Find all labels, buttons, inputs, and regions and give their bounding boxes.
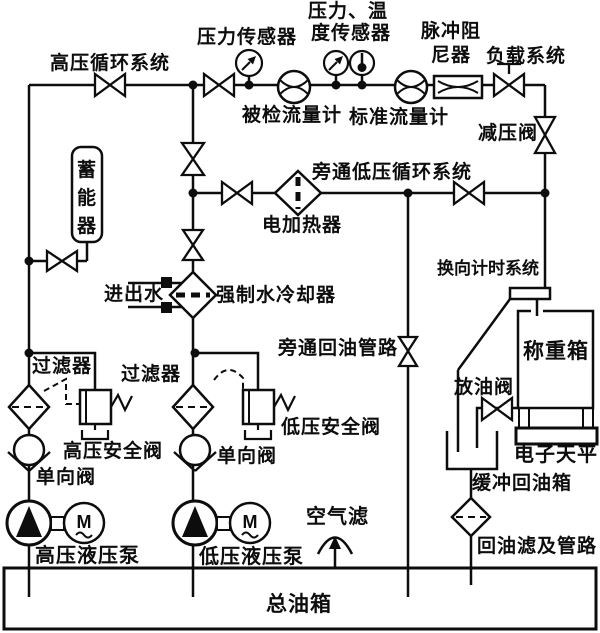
weighing-tank-leg-left [518, 407, 530, 429]
filter-lp-symbol [171, 383, 215, 431]
label-weighing-tank: 称重箱 [523, 340, 589, 363]
motor-lp-symbol: M [228, 501, 272, 545]
electric-heater-symbol [273, 169, 323, 217]
pressure-temp-sensor-gauge-1 [322, 49, 350, 77]
label-tested-flowmeter: 被检流量计 [242, 105, 343, 126]
label-oil-drain-valve: 放油阀 [454, 377, 515, 398]
balance-platform-symbol [514, 426, 599, 446]
label-pulse-damper-line1: 脉冲阻 [421, 21, 482, 42]
label-main-oil-tank: 总油箱 [266, 593, 332, 616]
label-pressure-reducing-valve: 减压阀 [478, 123, 539, 144]
buffer-tank-symbol [445, 431, 499, 471]
inlet-valve [202, 71, 236, 99]
diverter-mechanism [508, 286, 552, 301]
accumulator-valve [45, 248, 79, 274]
label-filter-lp: 过滤器 [121, 364, 182, 385]
lp-safety-valve-symbol [213, 369, 296, 441]
oil-drain-valve-symbol [480, 395, 514, 423]
label-pressure-sensor: 压力传感器 [197, 27, 298, 48]
label-water-in-out: 进出水 [104, 284, 165, 305]
heater-branch-valve [220, 179, 254, 207]
label-electric-heater: 电加热器 [262, 215, 343, 236]
load-system-valve [492, 62, 526, 99]
hp-safety-valve-symbol [43, 377, 133, 441]
label-lp-pump: 低压液压泵 [199, 546, 304, 568]
label-load-system: 负载系统 [486, 46, 567, 67]
label-filter-hp: 过滤器 [32, 356, 93, 377]
tested-flowmeter-symbol [276, 69, 312, 105]
label-forced-water-cooler: 强制水冷却器 [216, 285, 337, 306]
pressure-reducing-valve-symbol [533, 115, 557, 155]
check-valve-lp-symbol [173, 433, 217, 472]
motor-letter: M [77, 512, 92, 532]
weighing-tank-symbol [516, 309, 595, 410]
check-valve-hp-symbol [7, 433, 51, 472]
label-return-oil-filter: 回油滤及管路 [477, 536, 598, 557]
pressure-temp-sensor-gauge-2 [348, 49, 376, 77]
label-pt-sensor-line2: 度传感器 [311, 23, 392, 44]
label-pt-sensor-line1: 压力、温 [308, 1, 389, 22]
label-buffer-return-tank: 缓冲回油箱 [472, 473, 573, 494]
coupling-hp [50, 516, 65, 531]
coupling-lp [216, 516, 231, 531]
return-oil-filter-symbol [450, 496, 492, 538]
label-reversing-timing: 换向计时系统 [437, 259, 539, 278]
bypass-return-valve [396, 335, 420, 368]
motor-hp-symbol: M [62, 501, 106, 545]
main-oil-tank-symbol [2, 566, 598, 631]
lp-pump-symbol [171, 499, 219, 547]
pulse-damper-symbol [432, 74, 484, 100]
motor-letter: M [243, 512, 258, 532]
mid-line-valve-2 [180, 228, 206, 262]
standard-flowmeter-symbol [393, 69, 429, 105]
label-bypass-lp-circulation: 旁通低压循环系统 [312, 162, 473, 183]
water-cooler-symbol [168, 270, 218, 320]
label-check-valve-lp: 单向阀 [217, 446, 278, 467]
label-lp-safety-valve: 低压安全阀 [281, 417, 382, 438]
hp-pump-symbol [5, 499, 53, 547]
label-bypass-oil-return: 旁通回油管路 [278, 338, 399, 359]
junction-dots [24, 80, 550, 358]
label-standard-flowmeter: 标准流量计 [349, 107, 450, 128]
label-check-valve-hp: 单向阀 [36, 467, 97, 488]
air-filter-symbol [316, 536, 354, 555]
label-hp-pump: 高压液压泵 [35, 545, 140, 567]
label-electronic-balance: 电子天平 [514, 444, 598, 466]
pressure-sensor-gauge [234, 48, 264, 78]
label-air-filter: 空气滤 [306, 506, 369, 528]
label-pulse-damper-line2: 尼器 [431, 45, 472, 66]
label-accumulator: 蓄能器 [77, 160, 97, 237]
water-inout-connectors [161, 277, 172, 313]
filter-hp-symbol [7, 383, 51, 431]
hp-circulation-valve [93, 71, 127, 99]
weighing-tank-leg-right [582, 407, 594, 429]
label-hp-safety-valve: 高压安全阀 [63, 441, 164, 462]
label-hp-circulation: 高压循环系统 [50, 53, 171, 74]
bypass-lp-valve [452, 179, 486, 207]
accumulator-symbol [70, 145, 104, 244]
mid-line-valve-1 [179, 141, 207, 177]
